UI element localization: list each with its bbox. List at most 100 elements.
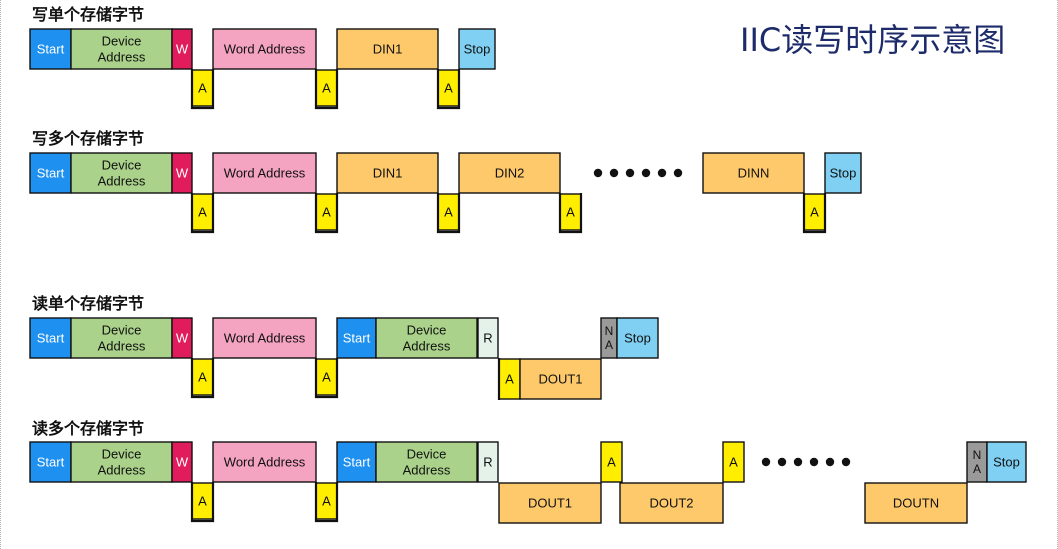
- write-single-start-field: Start: [29, 28, 72, 70]
- svg-text:Word Address: Word Address: [224, 166, 306, 181]
- write-single-stop-field: Stop: [458, 28, 496, 70]
- read-multi-stop-field-11: Stop: [986, 441, 1027, 483]
- svg-text:DIN2: DIN2: [495, 166, 525, 181]
- read-single-start-field: Start: [336, 317, 377, 359]
- write-multi-start-field: Start: [29, 152, 72, 194]
- read-multi-w-field-3: W: [171, 441, 193, 483]
- svg-text:A: A: [810, 205, 819, 220]
- svg-text:Device: Device: [102, 447, 142, 462]
- svg-text:Stop: Stop: [830, 166, 857, 181]
- read-multi-r-field-7: R: [477, 441, 499, 483]
- svg-text:A: A: [198, 370, 207, 385]
- svg-text:A: A: [322, 81, 331, 96]
- read-multi-ack-1: A: [191, 482, 214, 520]
- svg-text:A: A: [198, 81, 207, 96]
- svg-text:Device: Device: [102, 323, 142, 338]
- svg-text:DOUT2: DOUT2: [649, 496, 693, 511]
- read-multi-ack-field-9: A: [722, 441, 745, 483]
- section-label-write-single: 写单个存储字节: [32, 5, 145, 24]
- read-multi-ack-field-8: A: [600, 441, 623, 483]
- svg-text:A: A: [322, 370, 331, 385]
- write-multi-stop-field: Stop: [824, 152, 862, 194]
- read-multi-word-field-4: Word Address: [212, 441, 317, 483]
- read-single-ack-2: A: [315, 358, 338, 396]
- read-single-line-2: [314, 358, 339, 399]
- write-multi-data-field: DIN2: [458, 152, 561, 194]
- write-multi-ack-2: A: [315, 193, 338, 231]
- svg-text:N: N: [605, 324, 614, 338]
- write-single-word-field: Word Address: [212, 28, 317, 70]
- svg-text:Start: Start: [343, 455, 371, 470]
- svg-text:A: A: [198, 205, 207, 220]
- svg-text:Address: Address: [98, 50, 146, 65]
- svg-text:W: W: [176, 331, 189, 346]
- write-multi-line-2: [314, 193, 339, 234]
- write-multi-line-3: [436, 193, 461, 234]
- read-multi-line-1: [190, 482, 215, 523]
- svg-text:DIN1: DIN1: [373, 166, 403, 181]
- svg-text:A: A: [444, 81, 453, 96]
- write-multi-data-field: DIN1: [336, 152, 439, 194]
- read-multi-ack-2: A: [315, 482, 338, 520]
- read-single-ack-1: A: [191, 358, 214, 396]
- read-multi-doutn-field: DOUTN: [864, 482, 968, 524]
- write-single-line-3: [436, 69, 461, 110]
- read-multi-ellipsis-dots: [761, 457, 851, 467]
- svg-text:A: A: [322, 494, 331, 509]
- svg-text:Stop: Stop: [464, 42, 491, 57]
- svg-text:Device: Device: [102, 158, 142, 173]
- svg-text:A: A: [198, 494, 207, 509]
- svg-text:Start: Start: [37, 166, 65, 181]
- write-single-ack-3: A: [437, 69, 460, 107]
- write-multi-ellipsis-dots: [593, 168, 683, 178]
- svg-text:W: W: [176, 455, 189, 470]
- write-single-ack-1: A: [191, 69, 214, 107]
- read-single-word-field: Word Address: [212, 317, 317, 359]
- diagram-title: IIC读写时序示意图: [740, 21, 1006, 59]
- svg-text:A: A: [566, 205, 575, 220]
- read-multi-line-2: [314, 482, 339, 523]
- svg-text:Device: Device: [407, 323, 447, 338]
- svg-text:A: A: [605, 338, 613, 352]
- read-multi-start-field-1: Start: [29, 441, 72, 483]
- svg-text:Stop: Stop: [624, 331, 651, 346]
- read-single-na-field: NA: [600, 317, 618, 359]
- section-label-write-multi: 写多个存储字节: [32, 129, 145, 148]
- svg-text:DOUT1: DOUT1: [538, 372, 582, 387]
- svg-text:A: A: [973, 462, 981, 476]
- svg-text:DOUT1: DOUT1: [528, 496, 572, 511]
- svg-text:DIN1: DIN1: [373, 42, 403, 57]
- svg-text:A: A: [729, 455, 738, 470]
- svg-text:Stop: Stop: [993, 455, 1020, 470]
- svg-text:R: R: [483, 331, 492, 346]
- svg-text:Start: Start: [37, 455, 65, 470]
- svg-text:A: A: [505, 372, 514, 387]
- svg-text:Word Address: Word Address: [224, 331, 306, 346]
- write-single-line-2: [314, 69, 339, 110]
- write-multi-line-5: [558, 193, 583, 234]
- svg-text:Start: Start: [37, 331, 65, 346]
- svg-text:Device: Device: [407, 447, 447, 462]
- read-multi-dout1-field: DOUT1: [498, 482, 602, 524]
- svg-text:N: N: [973, 448, 982, 462]
- read-single-r-field: R: [477, 317, 499, 359]
- write-single-ack-2: A: [315, 69, 338, 107]
- write-multi-line-4: [802, 193, 827, 234]
- svg-text:Word Address: Word Address: [224, 42, 306, 57]
- write-single-line-1: [190, 69, 215, 110]
- svg-text:Address: Address: [98, 463, 146, 478]
- svg-text:W: W: [176, 166, 189, 181]
- svg-text:W: W: [176, 42, 189, 57]
- svg-text:A: A: [322, 205, 331, 220]
- svg-text:DINN: DINN: [738, 166, 770, 181]
- read-single-dout1-field: DOUT1: [519, 358, 602, 400]
- read-multi-start-field-5: Start: [336, 441, 377, 483]
- svg-text:DOUTN: DOUTN: [893, 496, 939, 511]
- write-multi-data-field: DINN: [702, 152, 805, 194]
- svg-text:Address: Address: [98, 339, 146, 354]
